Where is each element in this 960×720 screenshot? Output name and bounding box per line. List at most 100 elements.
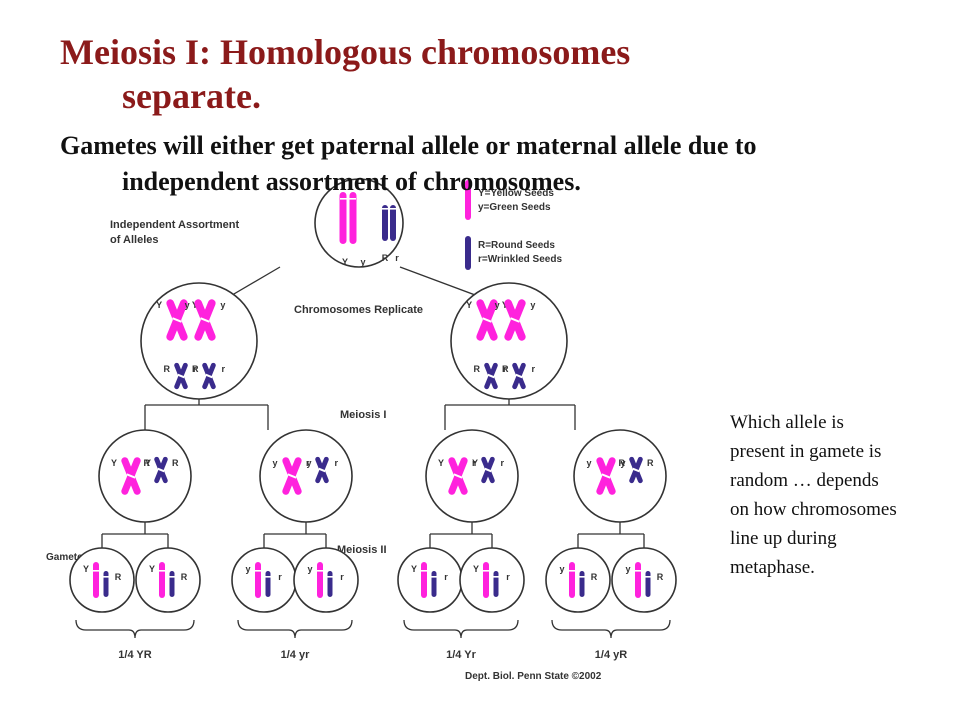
allele-label: Y [472, 458, 478, 468]
legend-swatch-yellow [465, 180, 471, 220]
chromosome-band [492, 576, 500, 578]
allele-label: y [586, 458, 591, 468]
daughter-cell-1 [98, 429, 192, 523]
side-note: Which allele is present in gamete is ran… [730, 412, 897, 578]
allele-label: R [618, 458, 625, 468]
chromosome-band [326, 576, 334, 578]
gamete-chromosome-R [103, 571, 109, 597]
subtitle-line-2: independent assortment of chromosomes. [122, 167, 581, 196]
allele-label: Y [411, 564, 417, 574]
gamete-chromosome-y [635, 562, 641, 598]
allele-label: Y [473, 564, 479, 574]
fraction-label-2: 1/4 yr [281, 649, 310, 661]
gamete-chromosome-Y [159, 562, 165, 598]
allele-label: Y [438, 458, 444, 468]
allele-label: R [591, 572, 598, 582]
allele-label: R [115, 572, 122, 582]
legend-round: R=Round Seeds [478, 240, 555, 251]
gamete-cell [135, 547, 201, 613]
chromosome-band [382, 208, 396, 210]
centromere [172, 317, 182, 323]
centromere [318, 467, 326, 473]
allele-label: r [444, 572, 448, 582]
chromosome-band [644, 576, 652, 578]
allele-label: Y [466, 300, 472, 310]
chromosome-band [168, 576, 176, 578]
chromosome-band [264, 576, 272, 578]
allele-label: y [307, 564, 312, 574]
chromosome-band [254, 570, 262, 572]
gamete-brace [403, 619, 519, 639]
chromosome-band [102, 576, 110, 578]
subtitle-line-1: Gametes will either get paternal allele … [60, 131, 757, 160]
allele-label: Y [145, 458, 151, 468]
allele-label: y [306, 458, 311, 468]
legend-wrinkled: r=Wrinkled Seeds [478, 254, 562, 265]
gamete-chromosome-y [255, 562, 261, 598]
title-line-2: separate. [122, 76, 261, 116]
allele-label: r [532, 364, 536, 374]
centromere [515, 373, 523, 379]
allele-label: R [192, 364, 199, 374]
gamete-chromosomes: yr [307, 562, 344, 598]
centromere [126, 473, 136, 479]
allele-label: y [625, 564, 630, 574]
chromosome-band [482, 570, 490, 572]
gamete-chromosomes: YR [149, 562, 188, 598]
allele-label: y [220, 300, 225, 310]
allele-label: y [530, 300, 535, 310]
allele-label: R [647, 458, 654, 468]
centromere [205, 373, 213, 379]
allele-label: Y [156, 300, 162, 310]
centromere [487, 373, 495, 379]
chromosome-band [568, 570, 576, 572]
centromere [632, 467, 640, 473]
legend-yellow: Y=Yellow Seeds [478, 188, 554, 199]
chromosome-y [349, 192, 357, 244]
chromosome-band [634, 570, 642, 572]
gamete-chromosomes: YR [83, 562, 122, 598]
gamete-chromosome-r [431, 571, 437, 597]
centromere [177, 373, 185, 379]
gametes-label: Gametes [46, 552, 89, 563]
allele-label: r [472, 458, 476, 468]
allele-label: y [495, 300, 500, 310]
gamete-chromosome-y [317, 562, 323, 598]
gamete-chromosome-R [579, 571, 585, 597]
gamete-chromosome-r [265, 571, 271, 597]
step-meiosis-2: Meiosis II [337, 544, 387, 556]
allele-label: R [143, 458, 150, 468]
allele-label: R [473, 364, 480, 374]
fraction-label-1: 1/4 YR [118, 649, 151, 661]
gamete-chromosome-Y [93, 562, 99, 598]
allele-label: r [335, 458, 339, 468]
centromere [482, 317, 492, 323]
fraction-label-3: 1/4 Yr [446, 649, 476, 661]
legend-green: y=Green Seeds [478, 202, 551, 213]
gamete-chromosome-R [169, 571, 175, 597]
diagram-heading-line-2: of Alleles [110, 234, 159, 246]
centromere [157, 467, 165, 473]
gamete-chromosomes: Yr [473, 562, 510, 598]
credit-watermark: Dept. Biol. Penn State ©2002 [465, 671, 602, 682]
slide-title: Meiosis I: Homologous chromosomes separa… [60, 30, 920, 118]
gamete-brace [75, 619, 195, 639]
gamete-chromosome-Y [483, 562, 489, 598]
gamete-cell [231, 547, 297, 613]
chromosome-band [316, 570, 324, 572]
chromosome-band [158, 570, 166, 572]
allele-label: y [360, 257, 365, 267]
allele-label: r [395, 253, 399, 263]
gamete-chromosome-Y [421, 562, 427, 598]
allele-label: y [272, 458, 277, 468]
centromere [453, 473, 463, 479]
